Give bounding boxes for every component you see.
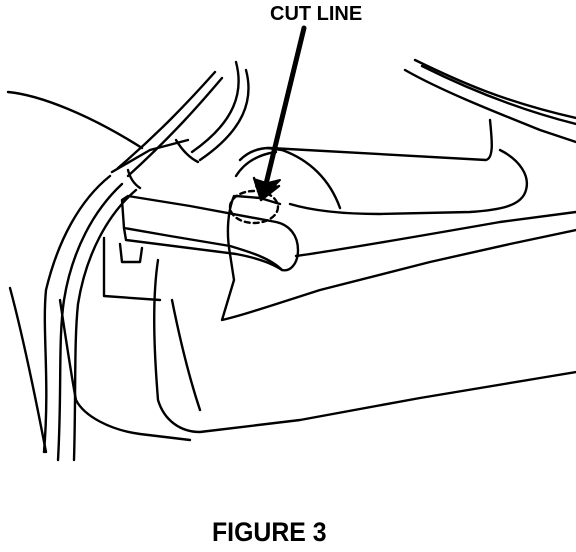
wire-harness	[42, 60, 250, 462]
frame-member	[153, 118, 576, 434]
figure-caption: FIGURE 3	[212, 517, 327, 547]
harness-bracket	[102, 194, 300, 302]
callout-arrow	[252, 25, 307, 202]
upper-right-panel	[403, 58, 576, 144]
cut-line-marker	[228, 189, 280, 225]
cut-line-callout-label: CUT LINE	[270, 3, 363, 25]
lower-left-contour	[8, 286, 192, 454]
body-outline-upper-left	[6, 90, 144, 150]
